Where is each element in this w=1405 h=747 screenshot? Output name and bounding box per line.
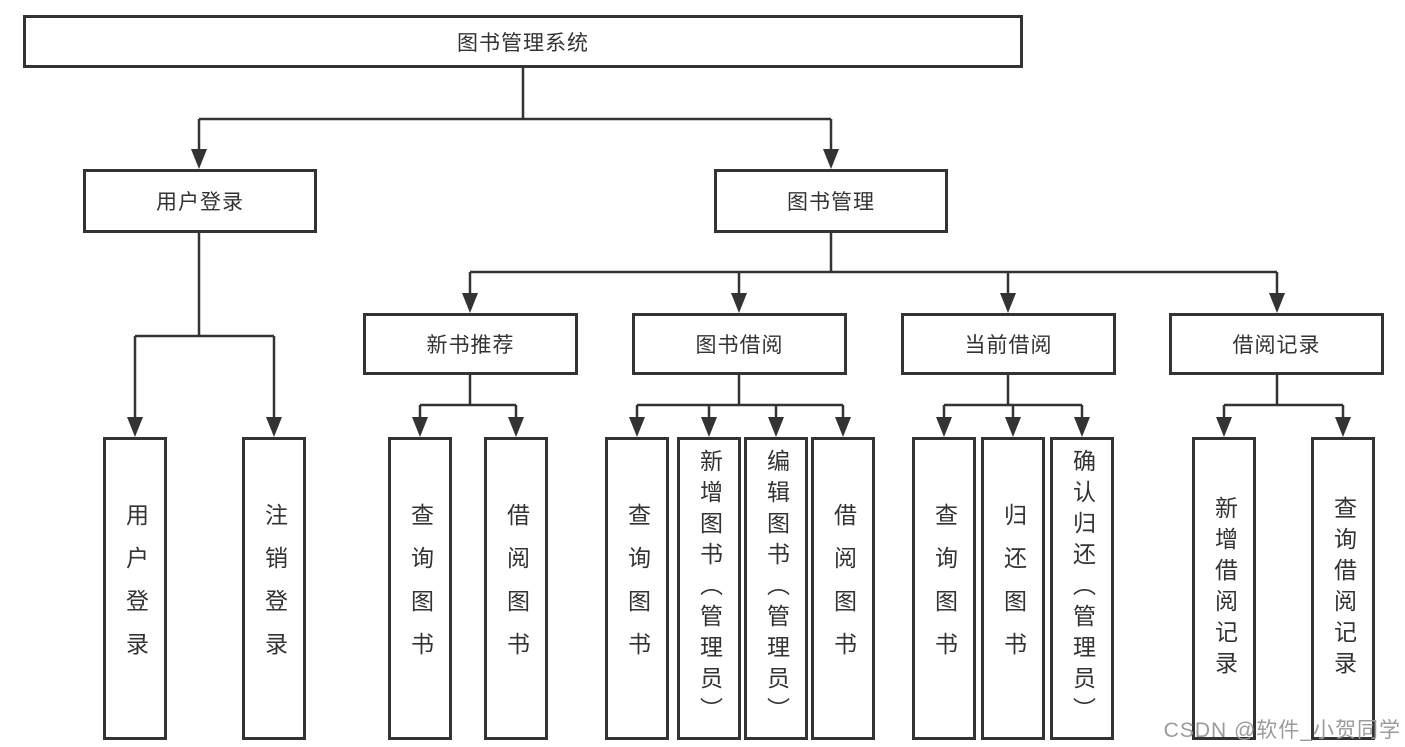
leaf-user-login: 用户登录 (103, 437, 167, 740)
leaf-add-book-admin: 新增图书（管理员） (677, 437, 741, 740)
node-borrow-records: 借阅记录 (1169, 313, 1384, 375)
arrowhead-icons (127, 149, 1351, 437)
leaf-add-borrow-record: 新增借阅记录 (1192, 437, 1256, 740)
node-root: 图书管理系统 (23, 15, 1023, 68)
leaf-query-books-recommend: 查询图书 (388, 437, 452, 740)
leaf-borrow-books-recommend: 借阅图书 (484, 437, 548, 740)
leaf-query-books-current: 查询图书 (912, 437, 976, 740)
leaf-query-books-borrow: 查询图书 (605, 437, 669, 740)
node-current-borrow: 当前借阅 (901, 313, 1116, 375)
leaf-return-book: 归还图书 (981, 437, 1045, 740)
watermark-text: CSDN @软件_小贺同学 (1163, 719, 1401, 742)
node-user-login: 用户登录 (83, 169, 317, 233)
leaf-query-borrow-record: 查询借阅记录 (1311, 437, 1375, 740)
node-book-management: 图书管理 (714, 169, 948, 233)
leaf-confirm-return-admin: 确认归还（管理员） (1050, 437, 1114, 740)
leaf-edit-book-admin: 编辑图书（管理员） (744, 437, 808, 740)
leaf-borrow-books: 借阅图书 (811, 437, 875, 740)
node-new-book-recommend: 新书推荐 (363, 313, 578, 375)
leaf-logout: 注销登录 (242, 437, 306, 740)
node-book-borrow: 图书借阅 (632, 313, 847, 375)
